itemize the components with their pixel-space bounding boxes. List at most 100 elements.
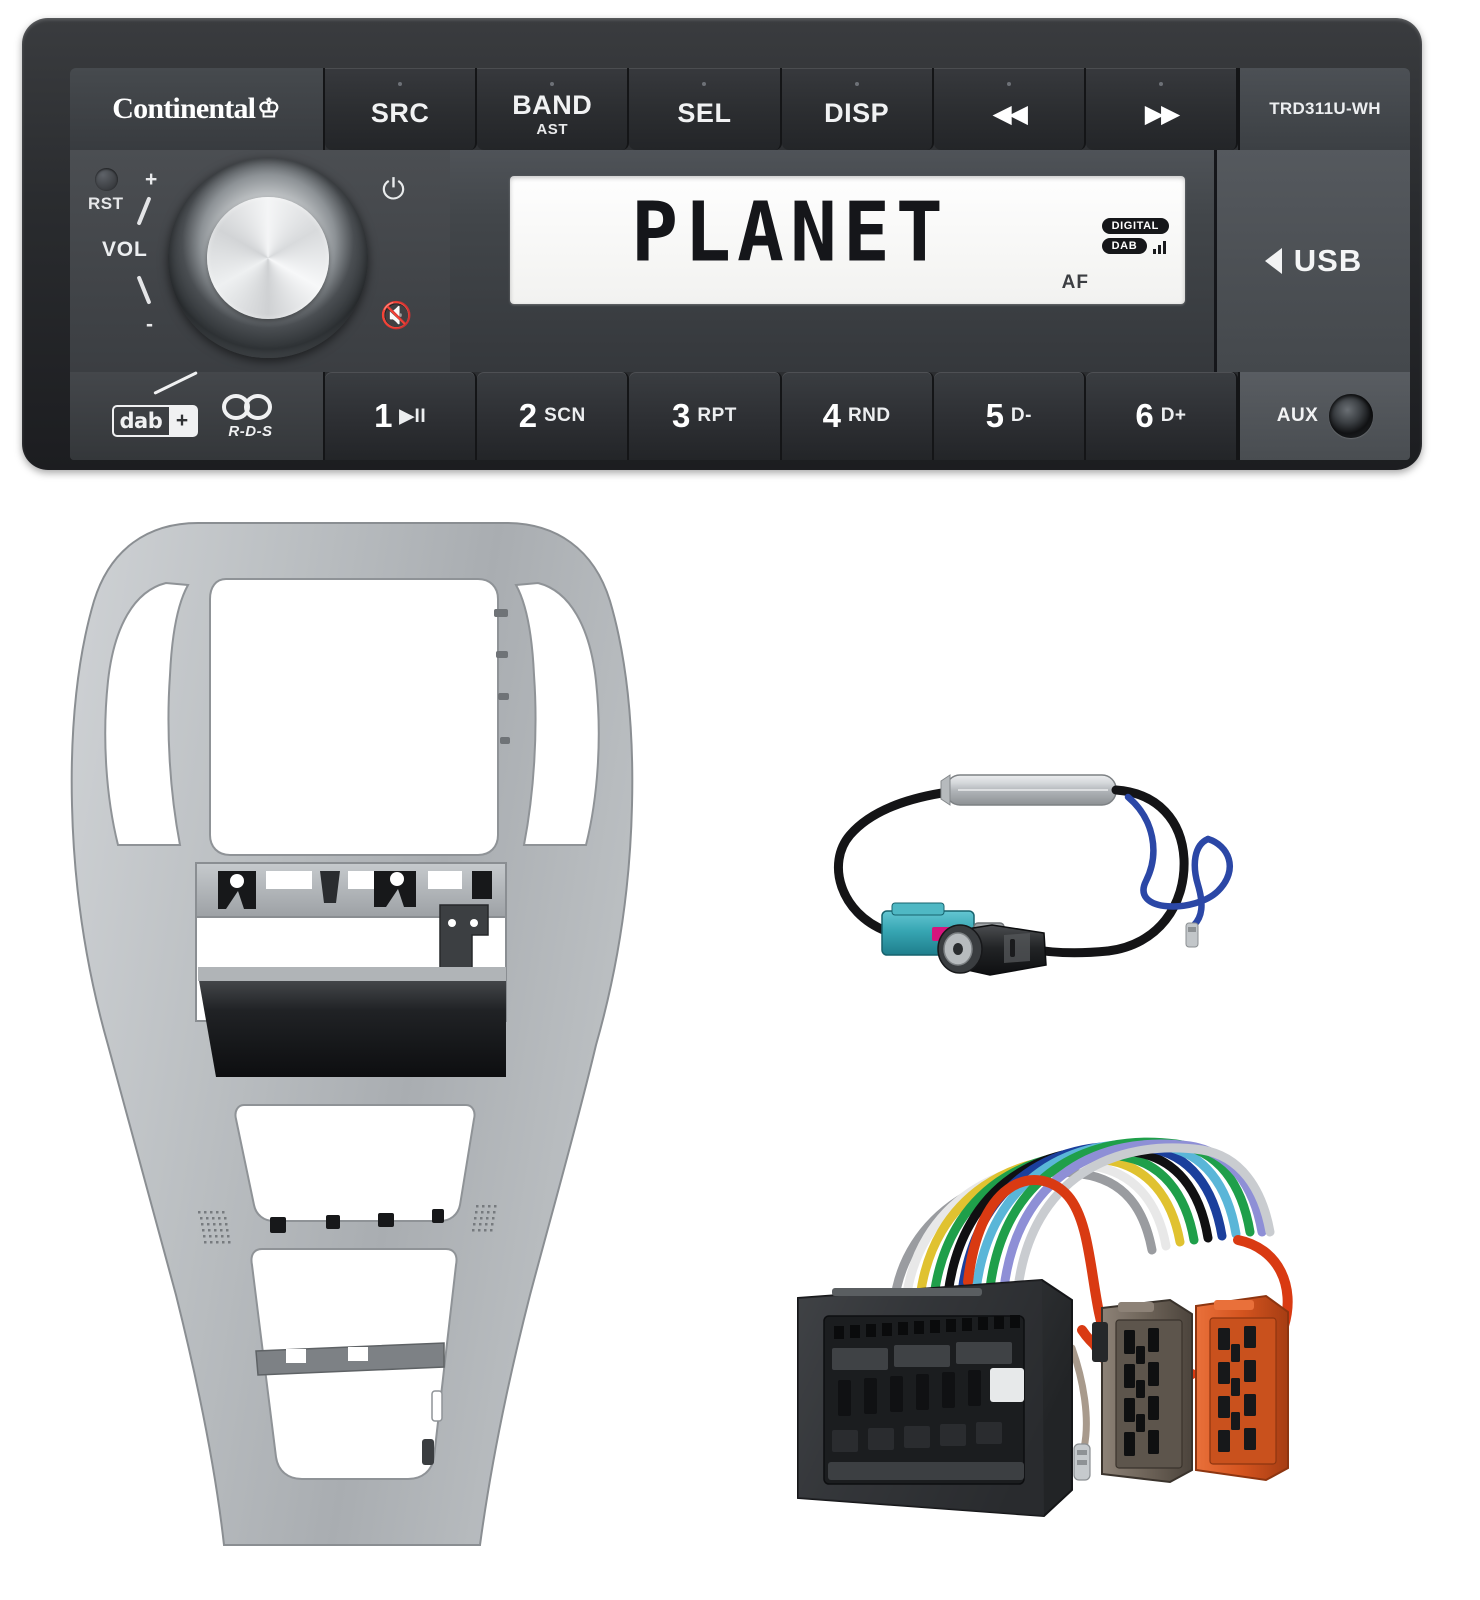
button-led-icon xyxy=(854,82,859,86)
reset-button[interactable] xyxy=(95,168,118,191)
preset-1-function: ▶II xyxy=(399,405,427,427)
antenna-coax-cable-left xyxy=(833,788,947,936)
volume-control-zone: RST + VOL - ⏻ 🔇 xyxy=(70,150,450,372)
band-button-label: BAND xyxy=(512,90,593,120)
horse-icon: ♔ xyxy=(258,94,281,123)
spade-terminal xyxy=(1185,922,1199,948)
iso-power-face xyxy=(1209,1317,1277,1465)
model-badge: TRD311U-WH xyxy=(1238,68,1410,150)
fast-forward-button[interactable]: ▶▶ xyxy=(1085,68,1239,150)
preset-button-6[interactable]: 6 D+ xyxy=(1085,372,1239,460)
iso-power-latch xyxy=(1214,1300,1254,1310)
signal-strength-icon xyxy=(1153,240,1167,254)
preset-2-number: 2 xyxy=(518,397,538,434)
brand-name: Continental xyxy=(112,92,256,125)
triangle-left-icon xyxy=(1264,248,1282,274)
preset-button-row: dab + R-D-S 1 ▶II 2 SCN 3 RPT xyxy=(70,371,1410,460)
digital-badge: DIGITAL xyxy=(1101,218,1169,234)
rds-logo-text: R-D-S xyxy=(228,423,273,440)
quadlock-pin-row-top xyxy=(834,1315,1020,1339)
volume-tick-up-icon xyxy=(136,196,152,226)
harness-ground-pigtail xyxy=(1068,1344,1090,1452)
lcd-status-badges: DIGITAL DAB xyxy=(1101,218,1169,254)
radio-faceplate: Continental♔ SRC BAND AST SEL DISP xyxy=(70,68,1410,460)
usb-port-flap[interactable]: USB xyxy=(1214,150,1410,372)
speaker-grille-left-icon xyxy=(198,1211,231,1244)
dab-plus-sign: + xyxy=(168,407,196,435)
dab-logo-box: dab + xyxy=(111,405,198,437)
rds-icon: R-D-S xyxy=(220,394,282,440)
fascia-storage-pocket xyxy=(198,975,506,1077)
fascia-edge-notches xyxy=(494,609,510,744)
reset-label: RST xyxy=(88,194,124,213)
button-led-icon xyxy=(1006,82,1011,86)
volume-tick-down-icon xyxy=(136,275,152,305)
volume-label: VOL xyxy=(102,238,148,261)
phantom-power-barrel xyxy=(940,774,1117,806)
remote-wire-blue-tail xyxy=(1190,835,1212,929)
dab-badge: DAB xyxy=(1101,238,1148,254)
preset-button-4[interactable]: 4 RND xyxy=(781,372,934,460)
antenna-coax-cable-right xyxy=(1103,785,1189,956)
preset-button-2[interactable]: 2 SCN xyxy=(477,372,630,460)
usb-label: USB xyxy=(1293,243,1363,278)
button-led-icon xyxy=(550,82,555,86)
power-icon[interactable]: ⏻ xyxy=(382,174,405,206)
preset-3-number: 3 xyxy=(672,397,691,434)
fascia-mid-console-opening xyxy=(234,1104,476,1222)
button-led-icon xyxy=(1158,82,1163,86)
rds-circles-icon xyxy=(220,394,282,422)
mute-icon[interactable]: 🔇 xyxy=(380,300,413,330)
preset-button-3[interactable]: 3 RPT xyxy=(629,372,782,460)
preset-1-number: 1 xyxy=(374,397,393,434)
preset-4-number: 4 xyxy=(822,397,841,434)
fascia-side-slots xyxy=(422,1390,443,1465)
disp-button-label: DISP xyxy=(824,98,890,128)
disp-button[interactable]: DISP xyxy=(781,68,934,150)
quadlock-blade-row xyxy=(832,1342,1012,1370)
rewind-button[interactable]: ◀◀ xyxy=(933,68,1086,150)
lcd-bay: PLANET DIGITAL DAB AF xyxy=(450,150,1214,372)
aux-jack[interactable] xyxy=(1329,394,1374,438)
button-led-icon xyxy=(398,82,403,86)
sel-button[interactable]: SEL xyxy=(629,68,782,150)
preset-button-5[interactable]: 5 D- xyxy=(933,372,1086,460)
iso-speaker-tab xyxy=(1092,1322,1108,1362)
iso-power-pins xyxy=(1218,1326,1256,1452)
fascia-lower-clips xyxy=(270,1209,444,1233)
volume-minus-label: - xyxy=(146,313,153,336)
antenna-adapter-illustration xyxy=(833,774,1233,976)
src-button[interactable]: SRC xyxy=(325,68,478,150)
fascia-display-opening xyxy=(209,578,499,856)
band-button[interactable]: BAND AST xyxy=(477,68,630,150)
din-antenna-plug xyxy=(937,924,1047,976)
bracket-hole-icon xyxy=(448,919,456,927)
volume-knob[interactable] xyxy=(168,158,368,358)
quadlock-lower-rail xyxy=(828,1462,1024,1480)
lcd-display: PLANET DIGITAL DAB AF xyxy=(510,176,1185,304)
preset-3-function: RPT xyxy=(697,405,737,426)
dash-fascia-panel xyxy=(48,505,658,1570)
preset-4-function: RND xyxy=(847,405,891,426)
iso-speaker-pins xyxy=(1124,1328,1159,1456)
fascia-bracket-clips xyxy=(218,871,492,909)
feature-logos: dab + R-D-S xyxy=(70,371,325,460)
preset-5-function: D- xyxy=(1010,405,1032,426)
harness-illustration xyxy=(797,1137,1293,1518)
dab-plus-icon: dab + xyxy=(111,371,198,437)
top-button-row: Continental♔ SRC BAND AST SEL DISP xyxy=(70,68,1410,150)
preset-6-function: D+ xyxy=(1160,405,1187,426)
fast-forward-icon: ▶▶ xyxy=(1144,99,1180,128)
preset-button-1[interactable]: 1 ▶II xyxy=(325,372,478,460)
pocket-lip xyxy=(198,967,506,981)
quadlock-connector xyxy=(797,1278,1073,1518)
iso-speaker-face xyxy=(1115,1319,1183,1469)
iso-power-connector xyxy=(1195,1294,1289,1482)
iso-wiring-harness xyxy=(772,1130,1352,1570)
fascia-illustration xyxy=(70,522,634,1546)
fakra-antenna-adapter xyxy=(778,735,1323,1005)
radio-middle-section: RST + VOL - ⏻ 🔇 PLANET DIGITAL DAB xyxy=(70,150,1410,372)
aux-input[interactable]: AUX xyxy=(1238,372,1410,460)
volume-plus-label: + xyxy=(145,168,158,191)
car-radio-unit: Continental♔ SRC BAND AST SEL DISP xyxy=(22,18,1422,470)
